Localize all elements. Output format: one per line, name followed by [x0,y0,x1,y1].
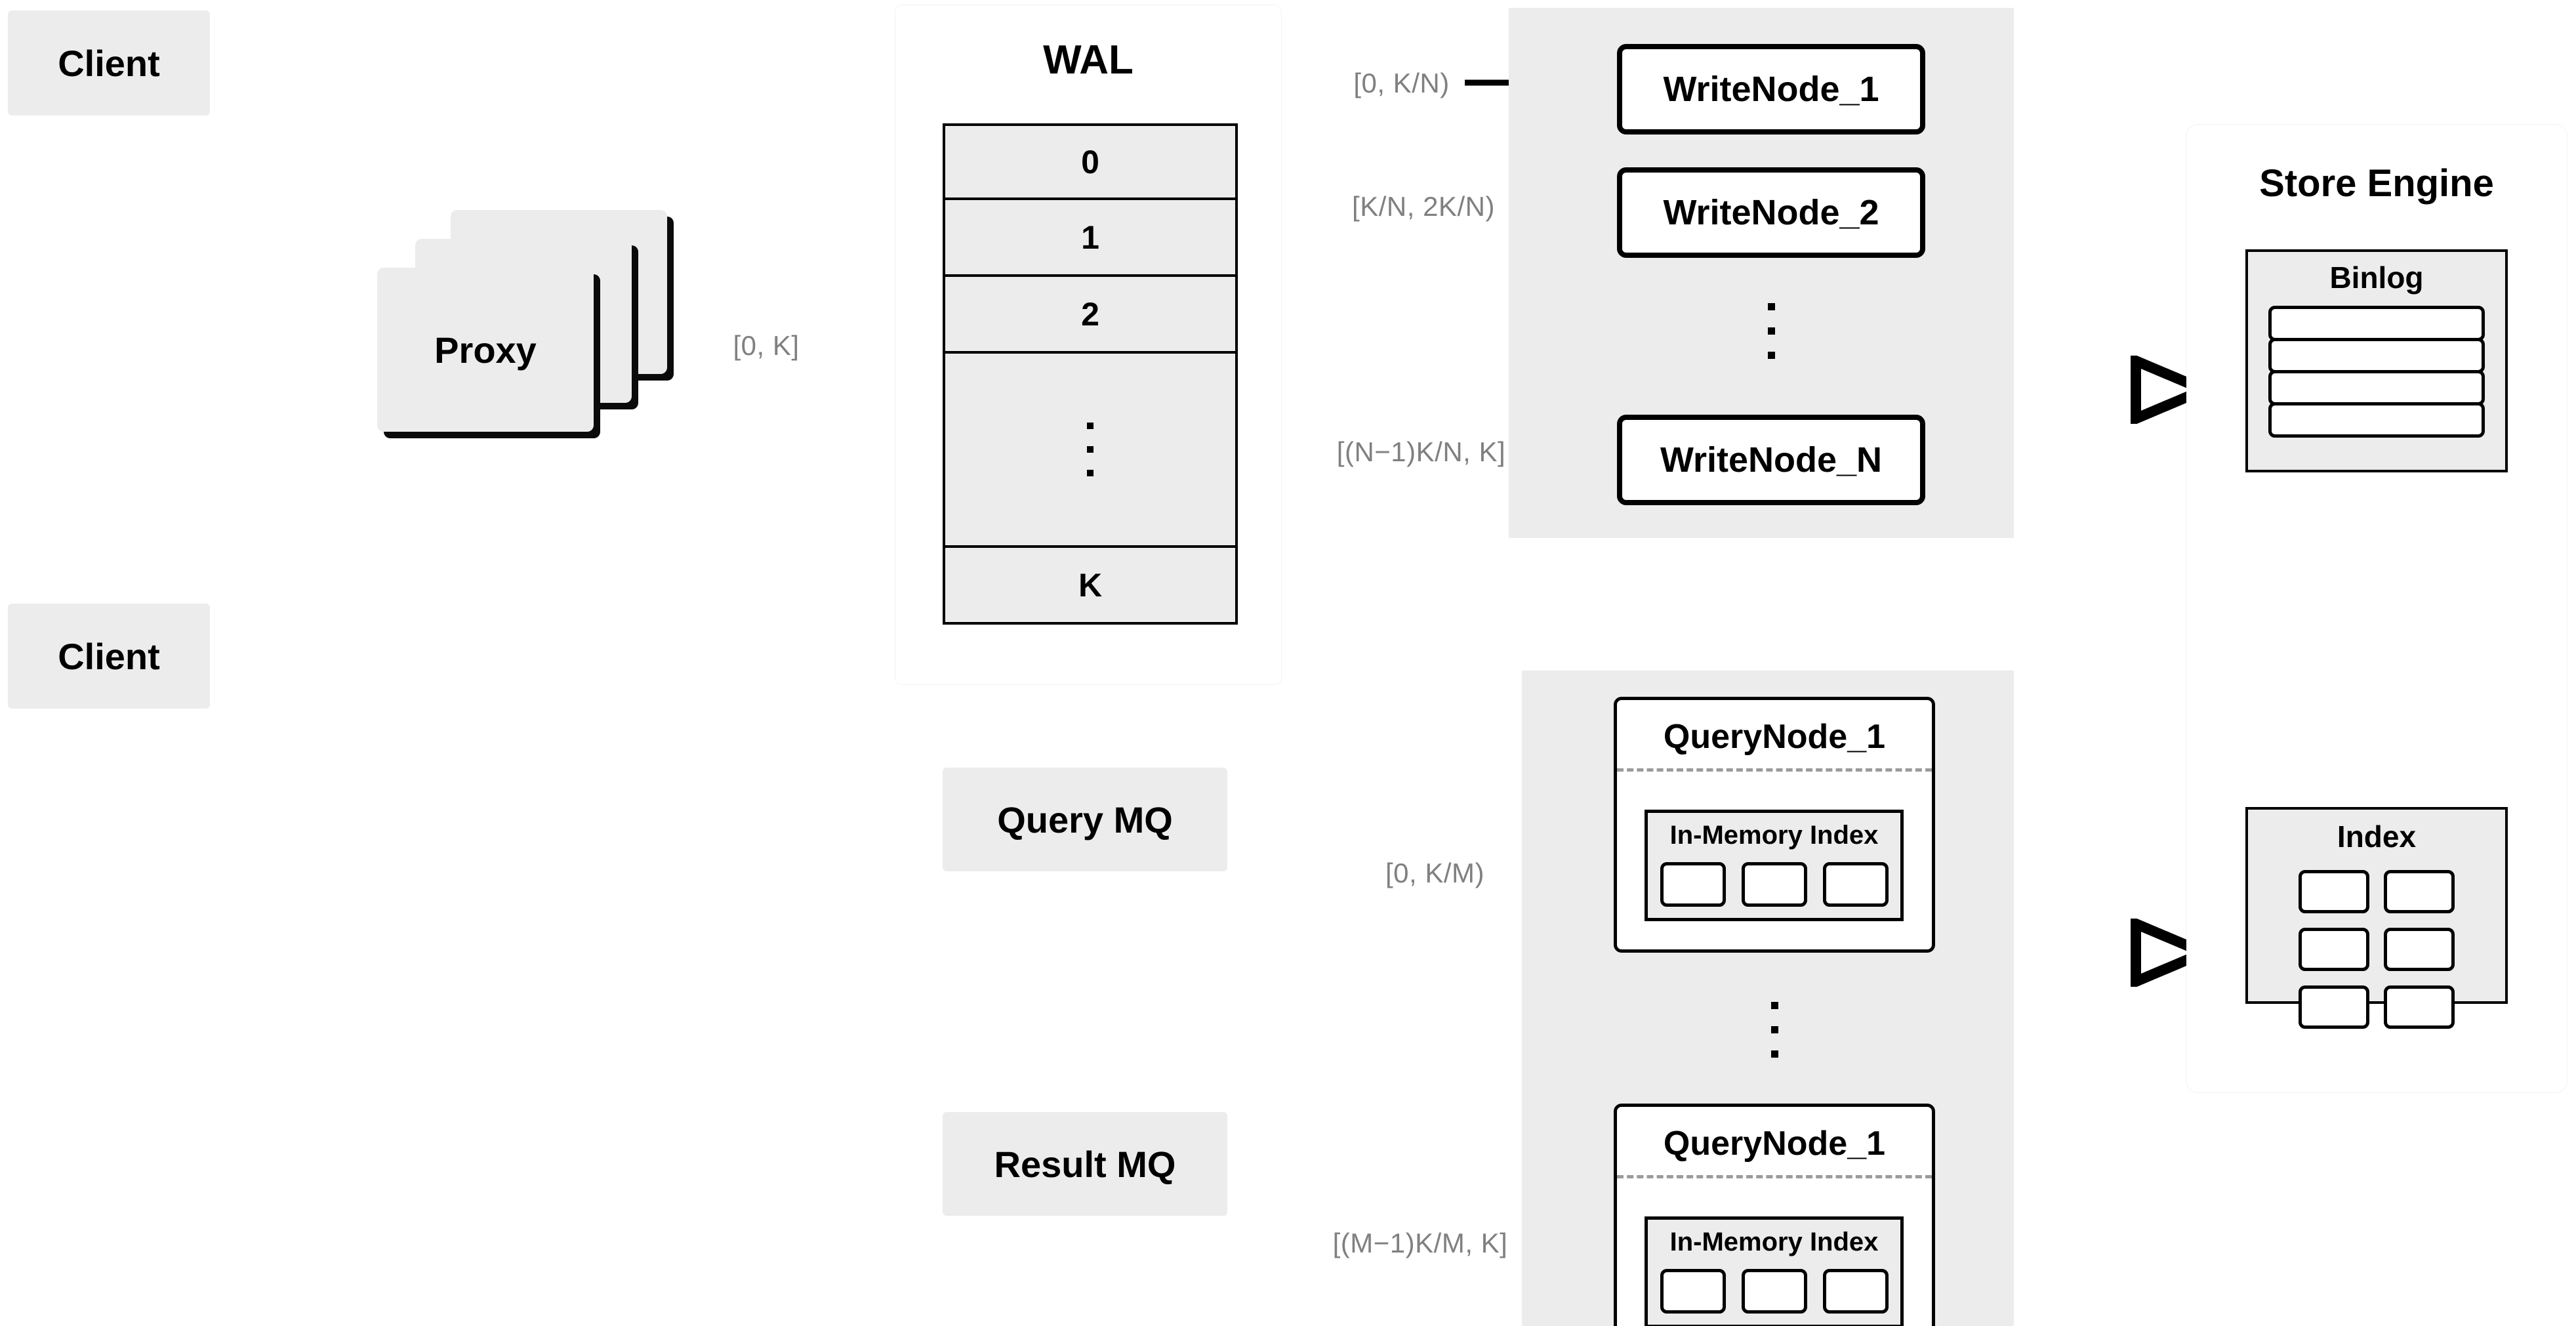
result-mq-label: Result MQ [994,1143,1176,1185]
writenode-2-range-tag: [K/N, 2K/N) [1335,181,1512,232]
writenode-2-range-tag-text: [K/N, 2K/N) [1352,191,1495,222]
proxy-stack[interactable]: Proxy [377,210,679,440]
client-box-1[interactable]: Client [8,10,210,115]
querynode-m-segment-3 [1822,1269,1889,1314]
store-engine-panel: Store Engine Binlog Binlog Index [2186,125,2567,1092]
writenode-2-label: WriteNode_2 [1663,193,1879,232]
binlog-row-2 [2268,338,2485,373]
querynode-1-segment-1 [1660,862,1726,907]
querynode-m-box[interactable]: QueryNode_1 In-Memory Index [1614,1104,1935,1326]
writenode-1-label: WriteNode_1 [1663,70,1879,109]
binlog-row-4 [2268,402,2485,438]
querynode-1-label: QueryNode_1 [1663,718,1886,756]
binlog-title-2: Binlog [2329,260,2424,295]
wal-row-k-label: K [1078,566,1103,604]
querynode-m-range-tag-text: [(M−1)K/M, K] [1332,1228,1508,1258]
wal-row-0-label: 0 [1081,143,1099,180]
querynode-1-range-tag-text: [0, K/M) [1385,858,1485,888]
proxy-label: Proxy [434,329,537,371]
querynode-1-box[interactable]: QueryNode_1 In-Memory Index [1614,697,1935,953]
store-index-cell-3 [2299,928,2369,971]
wal-row-k: K [943,548,1238,625]
wal-panel: WAL 0 1 2 K [895,5,1281,684]
store-index-cell-4 [2384,928,2455,971]
querynode-m-segment-1 [1660,1269,1726,1314]
writenode-1-range-tag: [0, K/N) [1338,58,1465,109]
wal-row-1: 1 [943,200,1238,277]
wal-title: WAL [1043,37,1134,83]
writenode-n-box[interactable]: WriteNode_N [1617,415,1925,505]
wal-ellipsis-dots [1087,423,1094,476]
result-mq-box[interactable]: Result MQ [943,1112,1227,1216]
querynode-m-range-tag: [(M−1)K/M, K] [1332,1218,1509,1269]
writenode-n-label: WriteNode_N [1660,440,1883,480]
wal-row-2-label: 2 [1081,295,1099,333]
store-index-box: Index [2245,807,2508,1029]
writenode-1-box[interactable]: WriteNode_1 [1617,44,1925,135]
writenode-n-range-tag: [(N−1)K/N, K] [1330,426,1512,478]
store-index-cell-1 [2299,870,2369,913]
client-label-1: Client [58,42,160,84]
querynode-m-label: QueryNode_1 [1663,1125,1886,1163]
wal-row-1-label: 1 [1081,218,1099,256]
wal-row-ellipsis [943,354,1238,548]
store-engine-title: Store Engine [2259,162,2494,205]
client-box-2[interactable]: Client [8,604,210,709]
query-mq-box[interactable]: Query MQ [943,768,1227,871]
store-index-cell-2 [2384,870,2455,913]
querynode-1-segment-2 [1741,862,1807,907]
querynode-m-index-title: In-Memory Index [1669,1228,1879,1256]
store-index-cell-5 [2299,985,2369,1029]
querynode-1-index-title: In-Memory Index [1669,821,1879,850]
binlog-row-3 [2268,370,2485,405]
query-cluster-panel: QueryNode_1 In-Memory Index QueryNode_1 … [1522,671,2014,1326]
store-index-title: Index [2337,819,2417,854]
querynode-m-separator [1617,1175,1932,1178]
wal-row-0: 0 [943,123,1238,200]
querynode-1-segment-3 [1822,862,1889,907]
write-cluster-ellipsis-dots [1735,274,1807,388]
query-cluster-ellipsis-dots [1738,972,1810,1087]
client-label-2: Client [58,635,160,677]
writenode-n-range-tag-text: [(N−1)K/N, K] [1336,436,1506,467]
proxy-card-front[interactable]: Proxy [377,268,594,432]
write-cluster-panel: WriteNode_1 WriteNode_2 WriteNode_N [1509,8,2014,538]
querynode-m-index-box: In-Memory Index [1645,1216,1904,1326]
writenode-1-range-tag-text: [0, K/N) [1353,68,1450,98]
querynode-1-separator [1617,768,1932,772]
proxy-range-tag: [0, K] [726,321,807,371]
wal-row-2: 2 [943,277,1238,354]
binlog-rows: Binlog [2245,249,2508,472]
querynode-m-segment-2 [1741,1269,1807,1314]
querynode-1-range-tag: [0, K/M) [1378,848,1492,899]
binlog-row-1 [2268,306,2485,341]
store-index-cell-6 [2384,985,2455,1029]
query-mq-label: Query MQ [997,798,1173,840]
writenode-2-box[interactable]: WriteNode_2 [1617,167,1925,258]
querynode-1-index-box: In-Memory Index [1645,810,1904,921]
proxy-range-tag-text: [0, K] [733,330,800,361]
